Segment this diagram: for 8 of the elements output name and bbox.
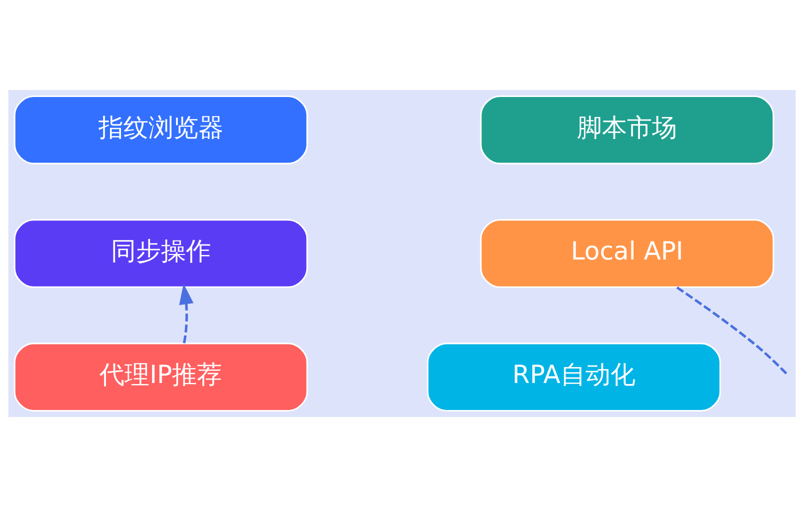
arrow	[179, 283, 194, 343]
node-box: Local API	[480, 218, 774, 288]
node-box: 同步操作	[14, 218, 308, 288]
node-box: 脚本市场	[480, 94, 774, 164]
connector	[676, 286, 789, 376]
node-box: 代理IP推荐	[14, 342, 308, 412]
node-box: 指纹浏览器	[14, 94, 308, 164]
node-box: RPA自动化	[426, 342, 721, 412]
